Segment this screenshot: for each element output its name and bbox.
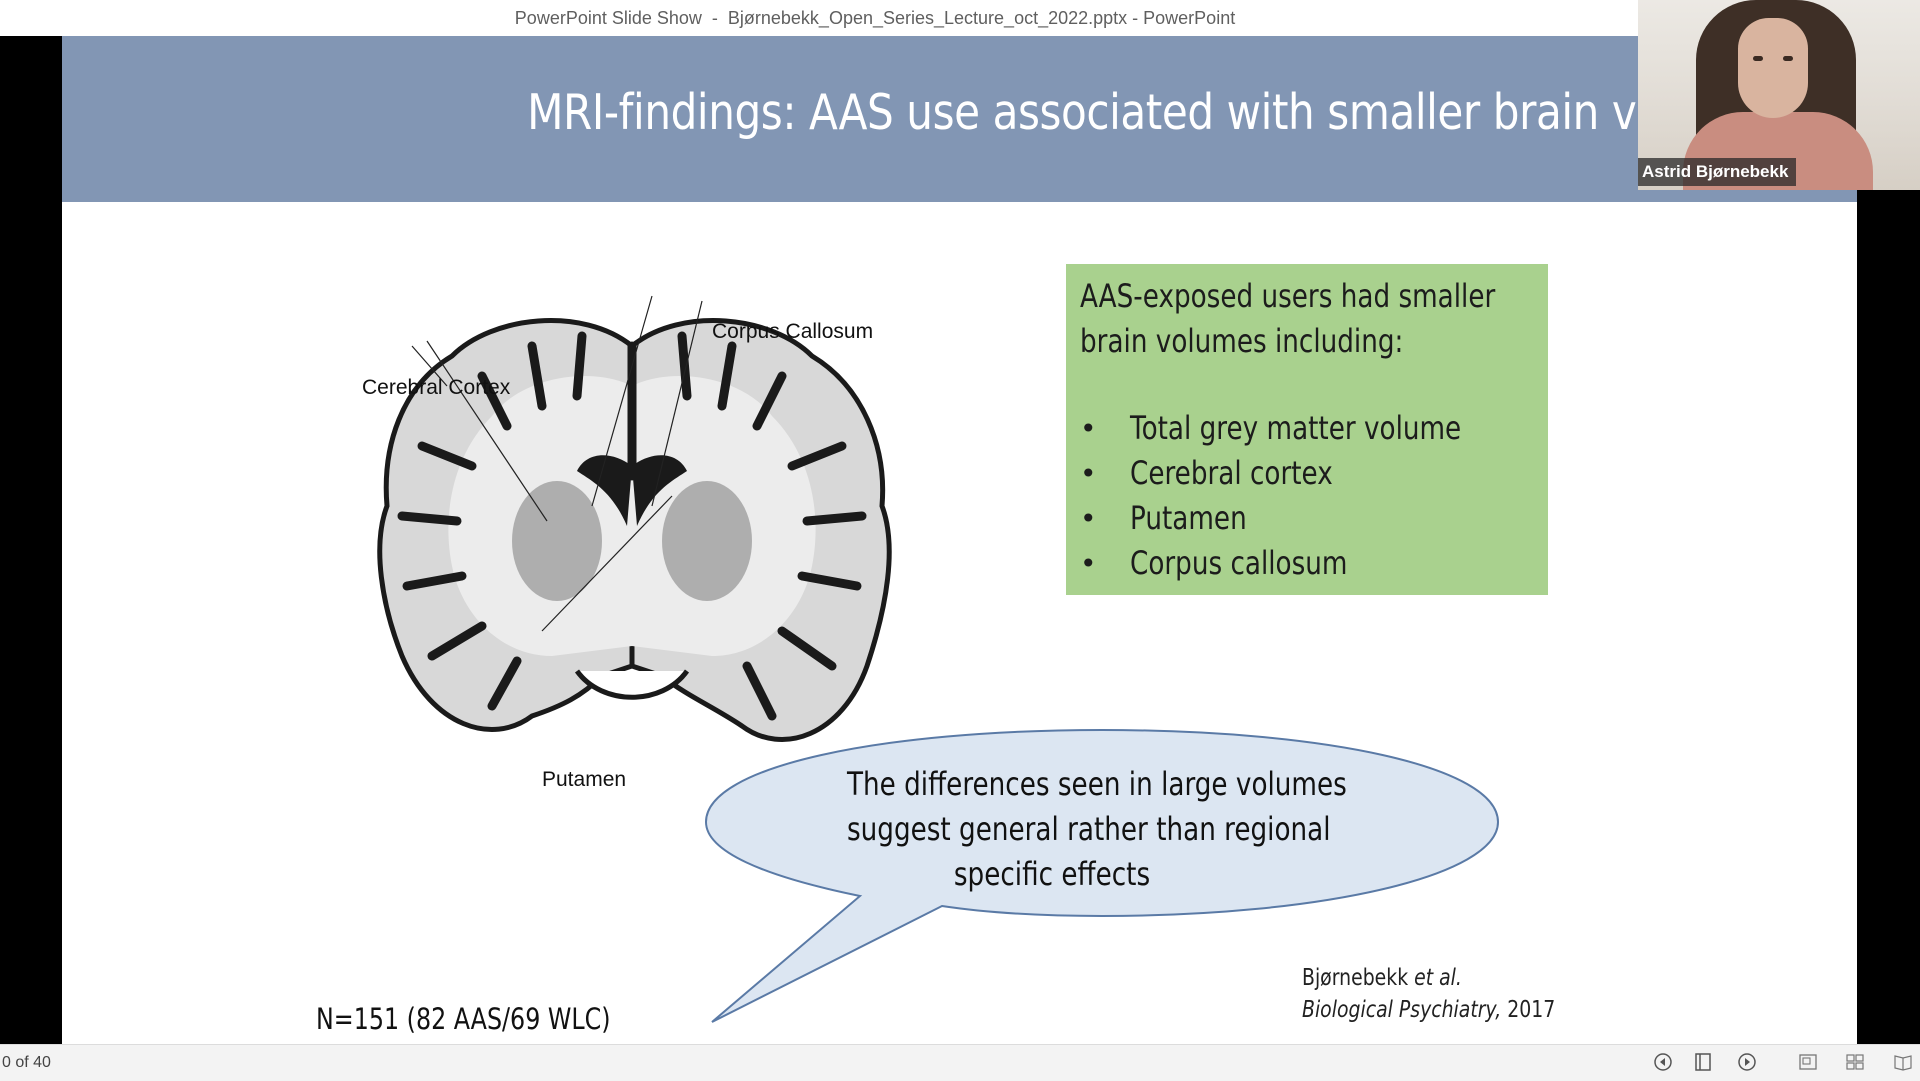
findings-intro: AAS-exposed users had smaller brain volu… <box>1080 274 1496 364</box>
findings-box: AAS-exposed users had smaller brain volu… <box>1066 264 1548 595</box>
video-eye <box>1783 56 1793 61</box>
citation: Bjørnebekk et al. Biological Psychiatry,… <box>1302 962 1555 1026</box>
bullet: • <box>1080 457 1097 490</box>
bubble-line1: The differences seen in large volumes <box>847 765 1347 803</box>
next-icon[interactable] <box>1736 1051 1758 1073</box>
citation-etal: et al. <box>1414 965 1462 991</box>
speech-bubble <box>704 728 1500 1023</box>
finding-text: Cerebral cortex <box>1130 454 1333 492</box>
bubble-line2: suggest general rather than regional <box>847 810 1331 848</box>
citation-author: Bjørnebekk <box>1302 965 1415 991</box>
window-titlebar: PowerPoint Slide Show - Bjørnebekk_Open_… <box>0 0 1920 36</box>
slide-canvas: MRI-findings: AAS use associated with sm… <box>62 36 1857 1044</box>
reading-view-icon[interactable] <box>1892 1051 1914 1073</box>
label-putamen: Putamen <box>542 768 627 791</box>
video-eye <box>1753 56 1763 61</box>
previous-icon[interactable] <box>1652 1051 1674 1073</box>
label-cerebral-cortex: Cerebral Cortex <box>362 376 511 399</box>
slideshow-statusbar: 0 of 40 <box>0 1044 1920 1081</box>
brain-illustration <box>377 295 892 742</box>
bullet: • <box>1080 547 1097 580</box>
notes-icon[interactable] <box>1692 1051 1714 1073</box>
brain-coronal-section-image: Corpus Callosum Cerebral Cortex Putamen <box>332 276 952 796</box>
slide-title: MRI-findings: AAS use associated with sm… <box>527 84 1787 141</box>
bubble-text: The differences seen in large volumes su… <box>802 762 1347 897</box>
label-corpus-callosum: Corpus Callosum <box>712 320 874 343</box>
bullet: • <box>1080 412 1097 445</box>
normal-view-icon[interactable] <box>1797 1051 1819 1073</box>
citation-line2: Biological Psychiatry, 2017 <box>1302 994 1555 1026</box>
findings-intro-line1: AAS-exposed users had smaller <box>1080 277 1496 315</box>
video-face <box>1738 18 1808 118</box>
slide-counter: 0 of 40 <box>2 1054 51 1071</box>
citation-line1: Bjørnebekk et al. <box>1302 962 1555 994</box>
bullet: • <box>1080 502 1097 535</box>
finding-text: Putamen <box>1130 499 1247 537</box>
findings-intro-line2: brain volumes including: <box>1080 322 1404 360</box>
participant-name-badge: Astrid Bjørnebekk <box>1638 158 1797 186</box>
bubble-line3: specific effects <box>953 855 1151 893</box>
sample-size-text: N=151 (82 AAS/69 WLC) <box>316 1002 611 1036</box>
finding-text: Corpus callosum <box>1130 544 1348 582</box>
finding-text: Total grey matter volume <box>1130 409 1462 447</box>
citation-year: 2017 <box>1501 997 1556 1023</box>
window-title: PowerPoint Slide Show - Bjørnebekk_Open_… <box>514 7 1236 28</box>
slide-header-band <box>62 36 1857 202</box>
citation-journal: Biological Psychiatry, <box>1302 997 1502 1023</box>
slide-sorter-icon[interactable] <box>1844 1051 1866 1073</box>
